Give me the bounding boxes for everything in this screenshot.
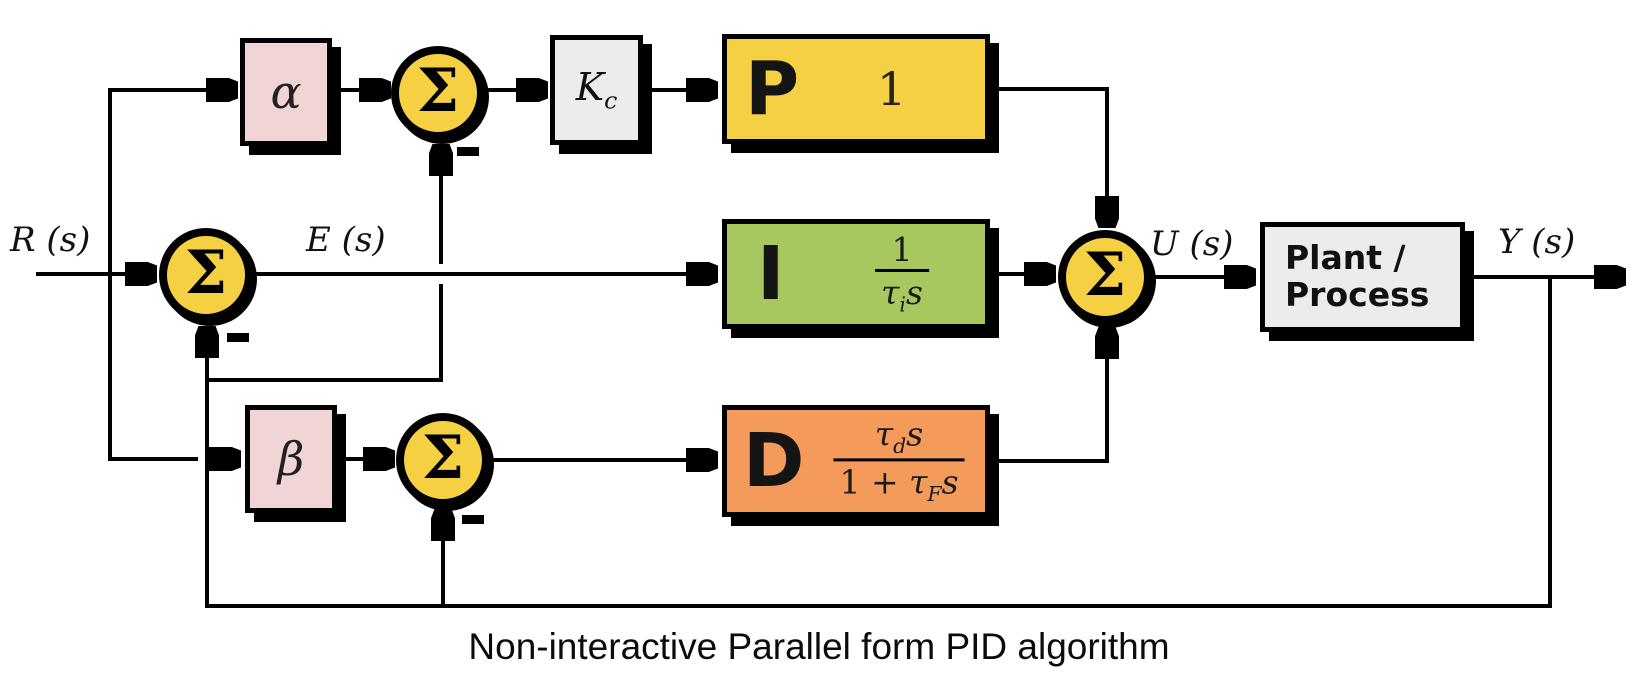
diagram-caption: Non-interactive Parallel form PID algori…	[468, 626, 1170, 667]
kc-label: Kc	[575, 65, 618, 115]
sigma-symbol: Σ	[1083, 240, 1127, 310]
block-kc-gain: Kc	[550, 35, 643, 145]
block-beta: β	[245, 405, 337, 513]
sigma-symbol: Σ	[184, 238, 228, 308]
label-e-s: E (s)	[306, 220, 386, 260]
wire-feedback-to-mainsum	[207, 277, 1552, 608]
wire-feedback-branch-topsum-1	[207, 284, 443, 382]
plant-label: Plant / Process	[1285, 238, 1430, 314]
i-formula: 1 τis	[875, 231, 929, 317]
label-u-s: U (s)	[1150, 224, 1234, 264]
sum-junction-top: Σ	[391, 46, 485, 140]
sum-junction-bottom: Σ	[396, 413, 490, 507]
label-r-s: R (s)	[10, 220, 91, 260]
sigma-symbol: Σ	[416, 56, 460, 126]
beta-label: β	[277, 432, 305, 486]
sum-junction-main: Σ	[159, 228, 253, 322]
p-formula: 1	[877, 62, 907, 116]
block-plant-process: Plant / Process	[1260, 222, 1465, 332]
d-formula: τds 1 + τFs	[833, 415, 965, 506]
block-derivative: D τds 1 + τFs	[722, 405, 990, 517]
wire-p-to-outsum	[990, 87, 1107, 224]
minus-sign-top-sum	[457, 147, 479, 156]
i-letter: I	[757, 231, 785, 317]
block-integral: I 1 τis	[722, 219, 990, 329]
block-proportional: P 1	[722, 34, 990, 144]
d-letter: D	[743, 418, 805, 504]
wire-r-branch-to-beta	[108, 274, 198, 461]
wire-r-branch-to-alpha	[108, 90, 234, 274]
minus-sign-main-sum	[227, 333, 249, 342]
wire-d-to-outsum	[990, 331, 1107, 463]
sigma-symbol: Σ	[421, 423, 465, 493]
p-letter: P	[745, 46, 800, 132]
minus-sign-bottom-sum	[462, 515, 484, 524]
alpha-label: α	[270, 65, 302, 119]
sum-junction-output: Σ	[1058, 230, 1152, 324]
block-alpha: α	[240, 38, 332, 146]
label-y-s: Y (s)	[1498, 222, 1576, 262]
